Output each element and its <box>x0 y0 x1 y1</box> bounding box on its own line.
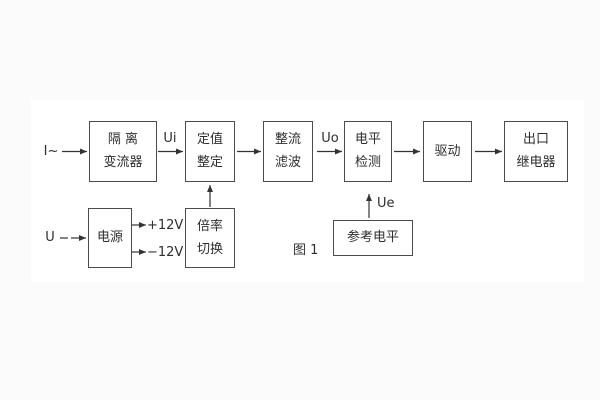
label-ue: Ue <box>377 196 395 211</box>
block-rectifier-filter: 整流 滤波 <box>263 121 313 182</box>
block-level-detect-line2: 检测 <box>354 155 381 170</box>
block-level-detect-line1: 电平 <box>354 132 381 147</box>
block-setting-line1: 定值 <box>196 132 223 147</box>
block-output-relay: 出口 继电器 <box>504 121 568 182</box>
block-rectifier-line1: 整流 <box>274 132 301 147</box>
label-rail-pos: +12V <box>147 218 184 233</box>
block-output-relay-line2: 继电器 <box>516 155 556 170</box>
block-setting-line2: 整定 <box>196 155 223 170</box>
label-voltage-input: U <box>45 230 55 245</box>
block-drive-line1: 驱动 <box>434 143 461 159</box>
block-output-relay-line1: 出口 <box>522 132 549 147</box>
block-ratio-line1: 倍率 <box>196 218 223 234</box>
block-setpoint-setting: 定值 整定 <box>185 121 235 182</box>
figure-caption: 图 1 <box>293 243 319 258</box>
block-ratio-switch: 倍率 切换 <box>185 208 235 268</box>
block-power-line1: 电源 <box>96 230 123 245</box>
block-drive: 驱动 <box>423 121 472 182</box>
block-power-supply: 电源 <box>88 208 132 268</box>
label-current-input: I~ <box>43 144 59 159</box>
label-uo: Uo <box>321 131 339 146</box>
block-reference-line1: 参考电平 <box>346 230 399 245</box>
block-isolation-line1: 隔 离 <box>107 132 139 147</box>
block-reference-level: 参考电平 <box>333 220 413 256</box>
label-ui: Ui <box>163 131 177 146</box>
block-isolation-line2: 变流器 <box>103 155 143 170</box>
block-level-detect: 电平 检测 <box>344 121 392 182</box>
label-rail-neg: −12V <box>147 245 184 260</box>
block-isolation-transformer: 隔 离 变流器 <box>89 121 157 182</box>
block-ratio-line2: 切换 <box>196 241 223 257</box>
block-rectifier-line2: 滤波 <box>274 155 301 170</box>
